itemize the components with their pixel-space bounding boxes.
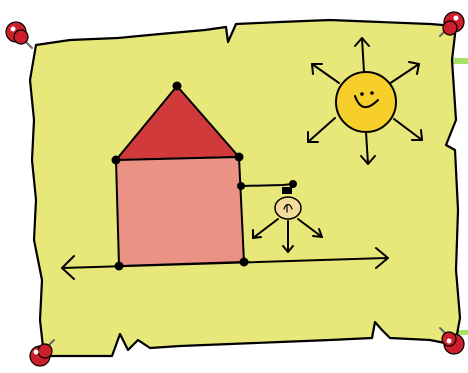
pin-top-right <box>440 12 464 36</box>
house-wall <box>116 157 244 266</box>
house-vertex-top <box>173 82 182 91</box>
house-vertex-left <box>112 156 121 165</box>
sun-disc <box>336 72 396 132</box>
pin-top-left <box>6 22 32 48</box>
lamp-bulb <box>275 197 301 219</box>
lamp-cap <box>282 187 292 194</box>
lamp-bracket-dot-left <box>237 182 245 190</box>
paper-sheet <box>30 20 460 356</box>
house-vertex-right <box>235 153 244 162</box>
green-mark-top-right <box>452 58 468 64</box>
sun-eye-right <box>370 91 374 95</box>
lamp-bracket-dot-right <box>289 180 297 188</box>
sun-eye-left <box>360 92 364 96</box>
